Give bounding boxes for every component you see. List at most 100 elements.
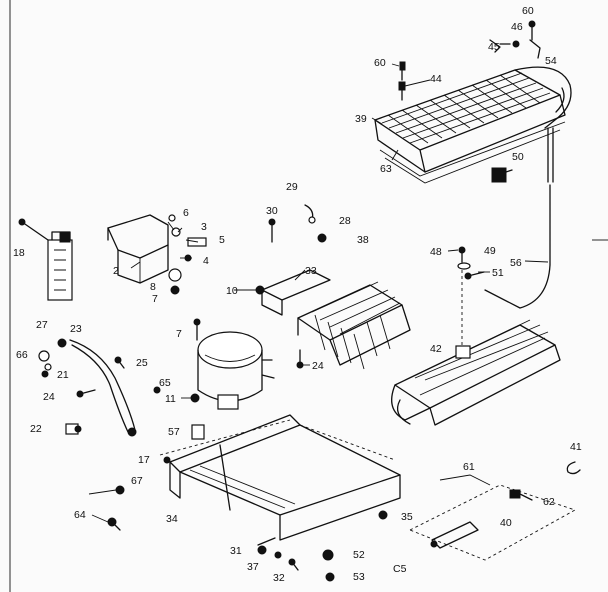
callout-46: 46: [511, 21, 523, 33]
callout-24b: 24: [312, 360, 324, 372]
callout-42: 42: [430, 343, 442, 355]
screw-10: [255, 285, 265, 295]
callout-61: 61: [463, 461, 475, 473]
callout-54: 54: [545, 55, 557, 67]
kit-61: [408, 474, 577, 561]
callout-3: 3: [201, 221, 207, 233]
washer-49: [457, 262, 471, 270]
light-socket-50: [491, 167, 513, 183]
roller-31: [257, 537, 276, 555]
screw-60a: [528, 20, 536, 41]
filter-drier-27: [47, 231, 73, 301]
screw-9: [193, 318, 201, 341]
leader-lines: [88, 43, 549, 523]
heater-assembly-38: [297, 281, 411, 370]
callout-7b: 7: [176, 328, 182, 340]
part-6: [168, 214, 176, 222]
bracket-33: [261, 269, 331, 316]
grommet-8: [168, 268, 182, 295]
callout-33: 33: [305, 265, 317, 277]
callout-5: 5: [219, 234, 225, 246]
screw-64: [107, 517, 121, 531]
callout-39: 39: [355, 113, 367, 125]
drier-40: [430, 521, 479, 549]
callout-40: 40: [500, 517, 512, 529]
screw-18: [18, 218, 49, 241]
callout-27: 27: [36, 319, 48, 331]
part-62: [509, 489, 533, 501]
callout-35: 35: [401, 511, 413, 523]
callout-34: 34: [166, 513, 178, 525]
callout-labels: 60 46 45 54 60 44 39 63 50 6 3 5 4 2 8 7…: [13, 5, 582, 584]
clip-44: [398, 81, 406, 101]
callout-29: 29: [286, 181, 298, 193]
callout-60a: 60: [522, 5, 534, 17]
base-frame-34: [159, 414, 401, 541]
callout-38: 38: [357, 234, 369, 246]
leveler-53: [325, 572, 335, 582]
callout-45: 45: [488, 41, 500, 53]
capillary-tube-56: [484, 184, 551, 309]
callout-51: 51: [492, 267, 504, 279]
callout-11: 11: [165, 393, 176, 405]
screw-65: [153, 386, 161, 394]
callout-32: 32: [273, 572, 285, 584]
plug-66: [38, 350, 50, 362]
callout-37: 37: [247, 561, 259, 573]
screw-35: [378, 510, 388, 520]
capacitor-22: [65, 423, 82, 435]
callout-30: 30: [266, 205, 278, 217]
evaporator-coil: [374, 66, 572, 184]
callout-8: 8: [150, 281, 156, 293]
callout-49: 49: [484, 245, 496, 257]
clip-54: [529, 39, 541, 59]
leveler-52: [322, 549, 334, 561]
callout-c5: C5: [393, 563, 407, 575]
roller-37: [274, 551, 282, 559]
callout-21: 21: [57, 369, 69, 381]
callout-25: 25: [136, 357, 148, 369]
screw-51: [464, 271, 485, 280]
screw-24b: [296, 349, 304, 369]
wiring-harness-23: [57, 338, 137, 437]
callout-67: 67: [131, 475, 143, 487]
grommet-57: [191, 424, 205, 440]
part-41: [566, 461, 581, 475]
callout-56: 56: [510, 257, 522, 269]
callout-17: 17: [138, 454, 150, 466]
screw-67: [115, 485, 125, 495]
callout-57: 57: [168, 426, 180, 438]
condenser-42: [391, 319, 561, 426]
callout-64: 64: [74, 509, 86, 521]
callout-31: 31: [230, 545, 242, 557]
callout-50: 50: [512, 151, 524, 163]
callout-60b: 60: [374, 57, 386, 69]
callout-28: 28: [339, 215, 351, 227]
nut-28: [317, 233, 327, 243]
screw-60b: [399, 61, 406, 81]
callout-48: 48: [430, 246, 442, 258]
callout-52: 52: [353, 549, 365, 561]
screw-21: [41, 363, 52, 378]
callout-2: 2: [113, 265, 119, 277]
callout-63: 63: [380, 163, 392, 175]
screw-17: [163, 456, 171, 464]
callout-7a: 7: [152, 293, 158, 305]
clip-25: [114, 356, 125, 369]
clamp-45: [489, 39, 501, 53]
callout-24a: 24: [43, 391, 55, 403]
screw-32: [288, 558, 299, 571]
callout-66: 66: [16, 349, 28, 361]
screw-48: [458, 246, 466, 263]
callout-18: 18: [13, 247, 25, 259]
clip-29: [304, 204, 316, 224]
callout-65: 65: [159, 377, 171, 389]
callout-23: 23: [70, 323, 82, 335]
callout-4: 4: [203, 255, 209, 267]
callout-6: 6: [183, 207, 189, 219]
callout-10: 10: [226, 285, 238, 297]
compressor-11: [190, 331, 275, 410]
screw-24a: [76, 389, 96, 398]
